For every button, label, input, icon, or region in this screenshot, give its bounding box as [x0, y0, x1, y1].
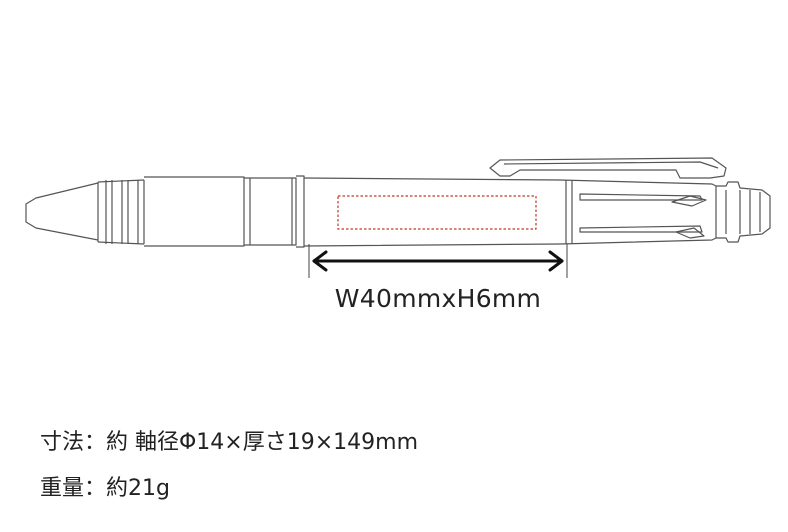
print-area: [337, 195, 537, 230]
end-cap: [716, 181, 771, 243]
pen-tip: [25, 182, 99, 241]
pen-outline: [25, 157, 771, 248]
grip-body: [144, 176, 245, 247]
grip-rings: [97, 180, 145, 244]
dimension-label: W40mmxH6mm: [334, 284, 542, 313]
slider-slots: [579, 193, 703, 201]
clip: [489, 157, 727, 179]
dimension-arrow: [312, 250, 564, 272]
spec-weight: 重量：約21g: [40, 476, 170, 501]
spec-size: 寸法：約 軸径Φ14×厚さ19×149mm: [40, 430, 419, 455]
collar: [244, 177, 297, 246]
barrel: [296, 175, 305, 248]
